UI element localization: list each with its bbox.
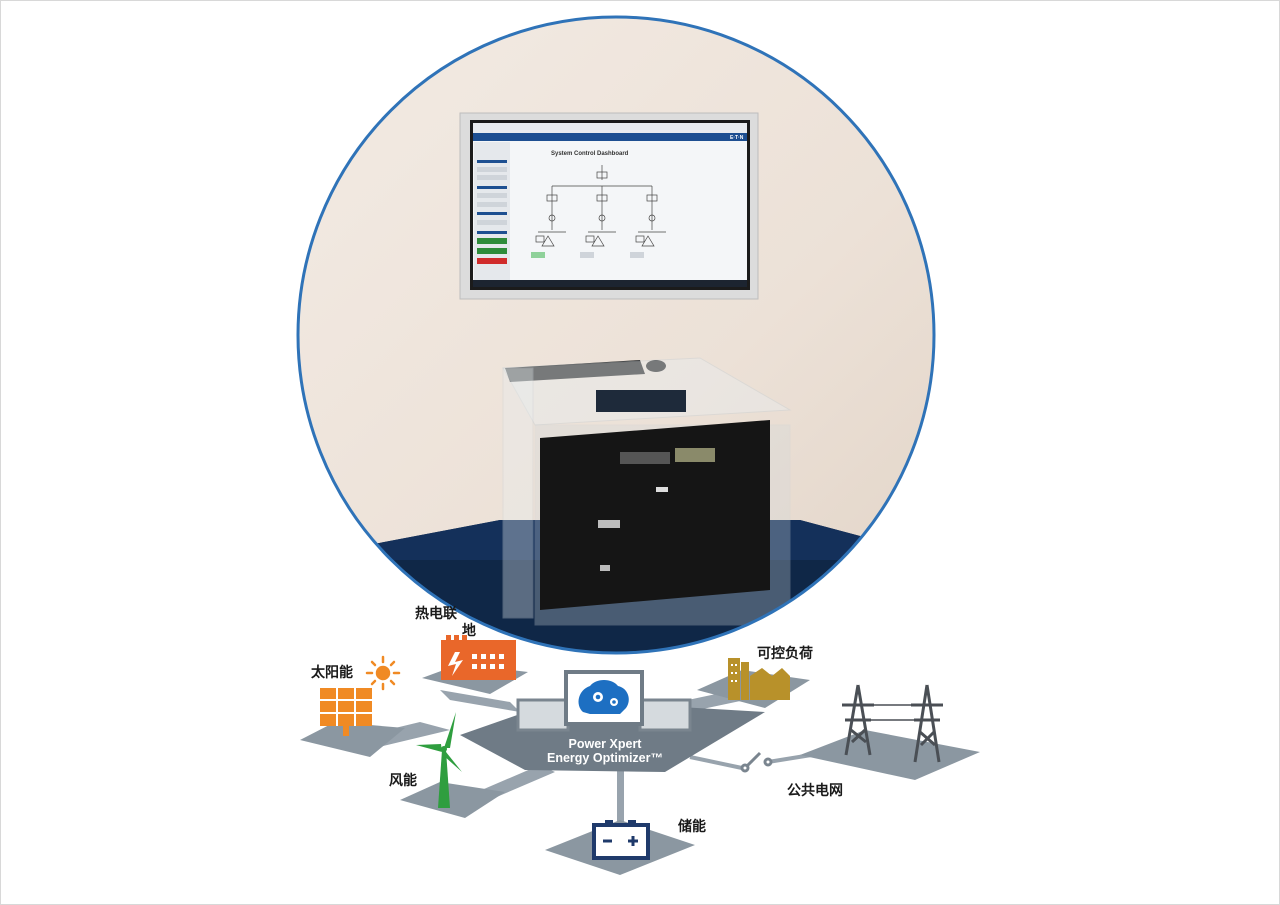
gear-brain-icon — [578, 680, 629, 714]
wind-turbine-icon — [416, 712, 462, 808]
label-solar: 太阳能 — [311, 665, 353, 681]
eaton-logo-text: E·T·N — [730, 135, 744, 141]
solar-panel-icon — [320, 688, 372, 736]
sun-icon — [365, 655, 401, 691]
label-grid: 公共电网 — [787, 783, 843, 799]
keyboard — [505, 360, 645, 382]
rack-cabinet — [540, 390, 770, 610]
battery-icon — [592, 820, 650, 860]
grid-platform — [800, 730, 980, 780]
label-load: 可控负荷 — [757, 646, 813, 662]
mouse — [646, 360, 666, 372]
solar-platform — [300, 722, 405, 757]
label-storage: 储能 — [678, 819, 706, 835]
center-title-line1: Power Xpert — [568, 737, 642, 751]
grid-switch — [740, 751, 773, 773]
screen-dashboard-title: System Control Dashboard — [551, 151, 629, 157]
center-monitors — [516, 670, 692, 732]
load-buildings-icon — [728, 658, 790, 700]
wind-platform — [400, 782, 505, 818]
label-wind: 风能 — [389, 773, 417, 789]
chp-plant-icon — [441, 635, 516, 680]
label-chp: 热电联 — [415, 606, 457, 622]
wall-monitor: E·T·N — [459, 112, 759, 300]
center-title-line2: Energy Optimizer™ — [547, 751, 663, 765]
photo-circle: E·T·N — [296, 15, 936, 655]
power-lines — [842, 704, 943, 721]
label-chp-second-line: 地 — [462, 623, 476, 639]
